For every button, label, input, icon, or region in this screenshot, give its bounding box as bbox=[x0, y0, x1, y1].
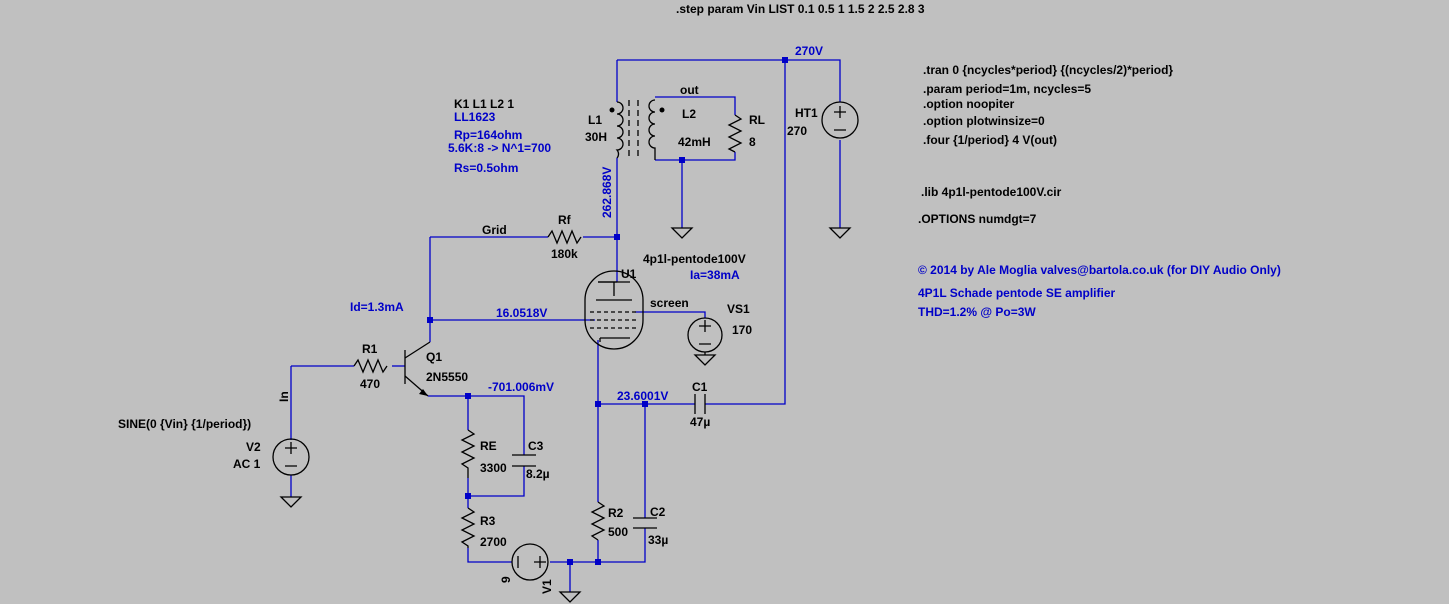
resistor-rf[interactable] bbox=[547, 229, 582, 245]
resistor-r2[interactable] bbox=[590, 501, 606, 541]
label-v2-ac[interactable]: AC 1 bbox=[233, 457, 261, 471]
label-c1-value: 47µ bbox=[690, 415, 710, 429]
label-c2-name: C2 bbox=[650, 505, 666, 519]
note-copyright: © 2014 by Ale Moglia valves@bartola.co.u… bbox=[918, 263, 1281, 277]
label-l1-name: L1 bbox=[588, 113, 602, 127]
label-u1-name: U1 bbox=[621, 267, 637, 281]
label-c3-name: C3 bbox=[528, 439, 544, 453]
note-title: 4P1L Schade pentode SE amplifier bbox=[918, 286, 1116, 300]
directive-numdgt[interactable]: .OPTIONS numdgt=7 bbox=[918, 212, 1037, 226]
ground-symbols bbox=[279, 227, 852, 603]
note-transformer: LL1623 bbox=[454, 110, 496, 124]
wires bbox=[290, 59, 841, 592]
node-grid: Grid bbox=[482, 223, 507, 237]
label-vs1-name: VS1 bbox=[727, 302, 750, 316]
voltage-source-vs1[interactable] bbox=[687, 317, 723, 355]
voltage-source-v1[interactable] bbox=[511, 543, 549, 581]
directive-lib[interactable]: .lib 4p1l-pentode100V.cir bbox=[921, 185, 1062, 199]
label-v2-name: V2 bbox=[246, 440, 261, 454]
label-v2-source[interactable]: SINE(0 {Vin} {1/period}) bbox=[118, 417, 251, 431]
label-vs1-value: 170 bbox=[732, 323, 752, 337]
label-ht1-name: HT1 bbox=[795, 106, 818, 120]
label-r1-value: 470 bbox=[360, 377, 380, 391]
node-b-plus: 270V bbox=[795, 44, 823, 58]
resistor-re[interactable] bbox=[460, 429, 476, 478]
note-ratio: 5.6K:8 -> N^1=700 bbox=[448, 141, 551, 155]
label-l2-name: L2 bbox=[682, 107, 696, 121]
resistor-r1[interactable] bbox=[353, 358, 388, 374]
node-grid-voltage: 16.0518V bbox=[496, 306, 547, 320]
note-rp: Rp=164ohm bbox=[454, 128, 522, 142]
node-in: In bbox=[277, 391, 291, 402]
node-emitter-voltage: -701.006mV bbox=[488, 380, 554, 394]
label-rf-value: 180k bbox=[551, 247, 578, 261]
label-c3-value: 8.2µ bbox=[526, 467, 550, 481]
label-c2-value: 33µ bbox=[648, 533, 668, 547]
label-q1-name: Q1 bbox=[426, 350, 442, 364]
label-l2-value: 42mH bbox=[678, 135, 711, 149]
capacitor-c1[interactable] bbox=[694, 394, 706, 414]
note-ia: Ia=38mA bbox=[690, 268, 740, 282]
node-out: out bbox=[680, 83, 699, 97]
label-u1-model: 4p1l-pentode100V bbox=[643, 252, 746, 266]
voltage-source-ht1[interactable] bbox=[821, 101, 859, 139]
pentode-tube-u1[interactable] bbox=[584, 270, 644, 350]
label-l1-value: 30H bbox=[585, 130, 607, 144]
note-id: Id=1.3mA bbox=[350, 300, 404, 314]
label-re-value: 3300 bbox=[480, 461, 507, 475]
node-screen: screen bbox=[650, 296, 689, 310]
label-r1-name: R1 bbox=[362, 342, 378, 356]
label-rf-name: Rf bbox=[558, 213, 572, 227]
label-r2-value: 500 bbox=[608, 525, 628, 539]
transistor-q1[interactable] bbox=[404, 341, 431, 397]
note-rs: Rs=0.5ohm bbox=[454, 161, 518, 175]
capacitor-c3[interactable] bbox=[512, 454, 536, 467]
node-cathode-voltage: 23.6001V bbox=[617, 389, 668, 403]
label-r3-name: R3 bbox=[480, 514, 496, 528]
directive-four[interactable]: .four {1/period} 4 V(out) bbox=[923, 133, 1057, 147]
label-q1-model: 2N5550 bbox=[426, 370, 468, 384]
label-c1-name: C1 bbox=[692, 380, 708, 394]
label-ht1-value: 270 bbox=[787, 124, 807, 138]
label-r2-name: R2 bbox=[608, 506, 624, 520]
junction-dots bbox=[427, 57, 788, 565]
label-v1-value: 9 bbox=[499, 576, 513, 583]
note-thd: THD=1.2% @ Po=3W bbox=[918, 305, 1036, 319]
resistor-rl[interactable] bbox=[727, 114, 743, 153]
capacitor-c2[interactable] bbox=[633, 517, 657, 529]
directive-step[interactable]: .step param Vin LIST 0.1 0.5 1 1.5 2 2.5… bbox=[676, 2, 925, 16]
resistor-r3[interactable] bbox=[460, 507, 476, 548]
voltage-source-v2[interactable] bbox=[272, 438, 310, 476]
label-rl-name: RL bbox=[749, 113, 765, 127]
directive-tran[interactable]: .tran 0 {ncycles*period} {(ncycles/2)*pe… bbox=[923, 63, 1173, 77]
label-rl-value: 8 bbox=[749, 135, 756, 149]
label-re-name: RE bbox=[480, 439, 497, 453]
directive-noopiter[interactable]: .option noopiter bbox=[923, 97, 1015, 111]
directive-plotwinsize[interactable]: .option plotwinsize=0 bbox=[923, 114, 1045, 128]
directive-param[interactable]: .param period=1m, ncycles=5 bbox=[923, 82, 1091, 96]
node-plate-voltage: 262.868V bbox=[600, 167, 614, 218]
transformer-l1-l2[interactable] bbox=[609, 99, 665, 160]
note-coupling[interactable]: K1 L1 L2 1 bbox=[454, 97, 514, 111]
label-v1-name: V1 bbox=[540, 579, 554, 594]
label-r3-value: 2700 bbox=[480, 535, 507, 549]
